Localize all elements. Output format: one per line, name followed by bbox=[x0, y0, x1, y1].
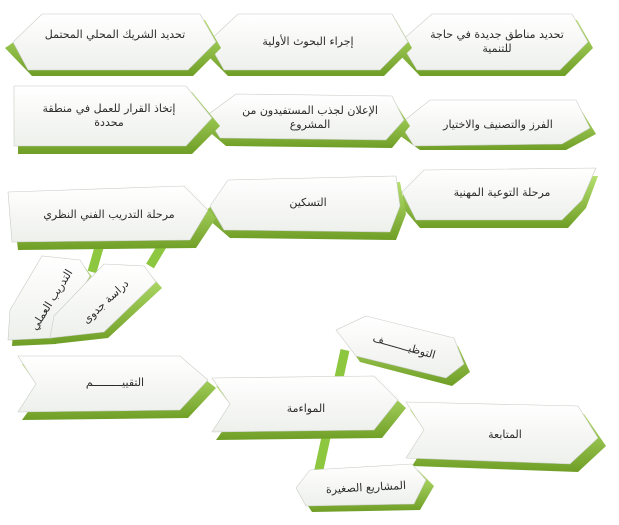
arrow-step-employment bbox=[335, 315, 470, 386]
label-step-sorting: الفرز والتصنيف والاختيار bbox=[443, 118, 553, 131]
arrow-step-partner bbox=[5, 13, 221, 76]
label-step-theory-training: مرحلة التدريب الفني النظري bbox=[43, 208, 175, 221]
label-step-matching: المواءمة bbox=[286, 402, 326, 415]
arrow-step-decision bbox=[13, 85, 220, 154]
arrow-step-placement bbox=[202, 175, 406, 240]
arrow-step-small-projects bbox=[295, 463, 434, 512]
arrow-step-career-awareness bbox=[396, 167, 598, 228]
label-step-placement: التسكين bbox=[289, 196, 327, 209]
arrow-step-theory-training bbox=[7, 185, 216, 250]
arrow-step-matching bbox=[211, 375, 406, 440]
arrow-step-practical-training bbox=[7, 255, 96, 346]
label-step-orientation: التقييـــــــــم bbox=[85, 376, 145, 389]
label-step-new-areas: تحديد مناطق جديدة في حاجة للتنمية bbox=[430, 28, 564, 55]
arrow-step-orientation bbox=[17, 355, 216, 420]
arrow-step-sorting bbox=[392, 99, 596, 150]
arrow-step-followup bbox=[405, 401, 606, 472]
label-step-announcement: الإعلان لجذب المستفيدون من المشروع bbox=[242, 104, 378, 131]
label-step-followup: المتابعة bbox=[488, 428, 522, 441]
label-step-career-awareness: مرحلة التوعية المهنية bbox=[453, 186, 551, 199]
label-step-partner: تحديد الشريك المحلي المحتمل bbox=[44, 28, 186, 41]
arrow-step-initial-research bbox=[200, 13, 412, 76]
arrow-step-feasibility bbox=[49, 263, 162, 344]
arrow-step-new-areas bbox=[393, 13, 593, 76]
label-step-decision: إتخاذ القرار للعمل في منطقة محددة bbox=[42, 102, 176, 129]
label-step-initial-research: إجراء البحوث الأولية bbox=[262, 35, 354, 48]
